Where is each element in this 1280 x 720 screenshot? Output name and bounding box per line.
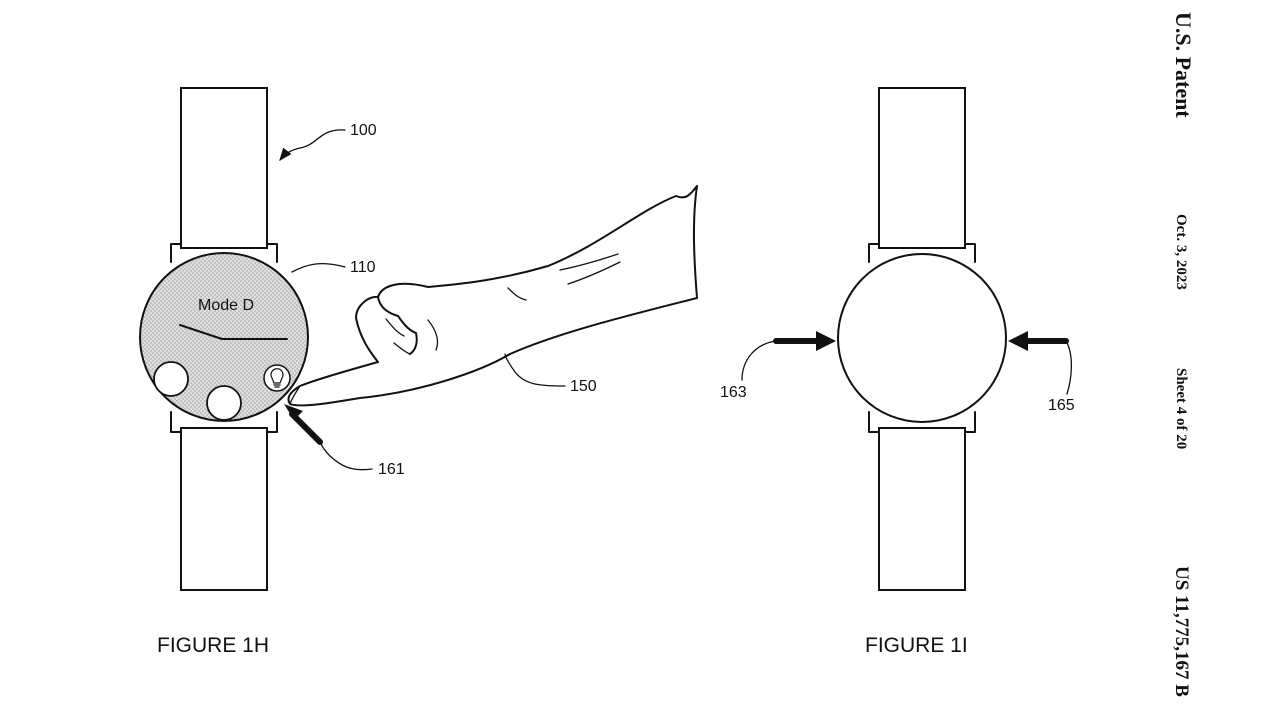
watch-display-2 xyxy=(837,253,1007,423)
figure-1i-caption: FIGURE 1I xyxy=(865,634,968,657)
watch-strap-bottom xyxy=(180,427,268,591)
header-sheet: Sheet 4 of 20 xyxy=(1173,368,1189,449)
soft-button-middle xyxy=(206,385,242,421)
watch-lug-top xyxy=(170,243,278,263)
watch-strap-bottom-2 xyxy=(878,427,966,591)
figure-1i: 163 165 FIGURE 1I xyxy=(720,87,1075,657)
figure-1h: Mode D xyxy=(139,87,698,657)
figure-1h-caption: FIGURE 1H xyxy=(157,634,269,657)
hand-drawing xyxy=(287,185,698,407)
press-arrow-161 xyxy=(289,411,323,445)
label-165: 165 xyxy=(1048,397,1075,414)
soft-button-left xyxy=(153,361,189,397)
watch-lug-top-2 xyxy=(868,243,976,263)
mode-text: Mode D xyxy=(198,297,254,314)
label-110: 110 xyxy=(350,259,376,276)
watch-lug-bottom xyxy=(170,411,278,433)
watch-strap-top-2 xyxy=(878,87,966,249)
label-163: 163 xyxy=(720,384,747,401)
label-100: 100 xyxy=(350,122,377,139)
label-150: 150 xyxy=(570,378,597,395)
label-161: 161 xyxy=(378,461,405,478)
header-date: Oct. 3, 2023 xyxy=(1173,214,1189,290)
patent-header: U.S. Patent Oct. 3, 2023 Sheet 4 of 20 U… xyxy=(1171,12,1196,697)
header-patent-number: US 11,775,167 B xyxy=(1171,566,1192,697)
watch-hands xyxy=(179,324,288,340)
header-publisher: U.S. Patent xyxy=(1171,12,1196,118)
lightbulb-icon xyxy=(270,368,284,388)
watch-strap-top xyxy=(180,87,268,249)
watch-lug-bottom-2 xyxy=(868,411,976,433)
